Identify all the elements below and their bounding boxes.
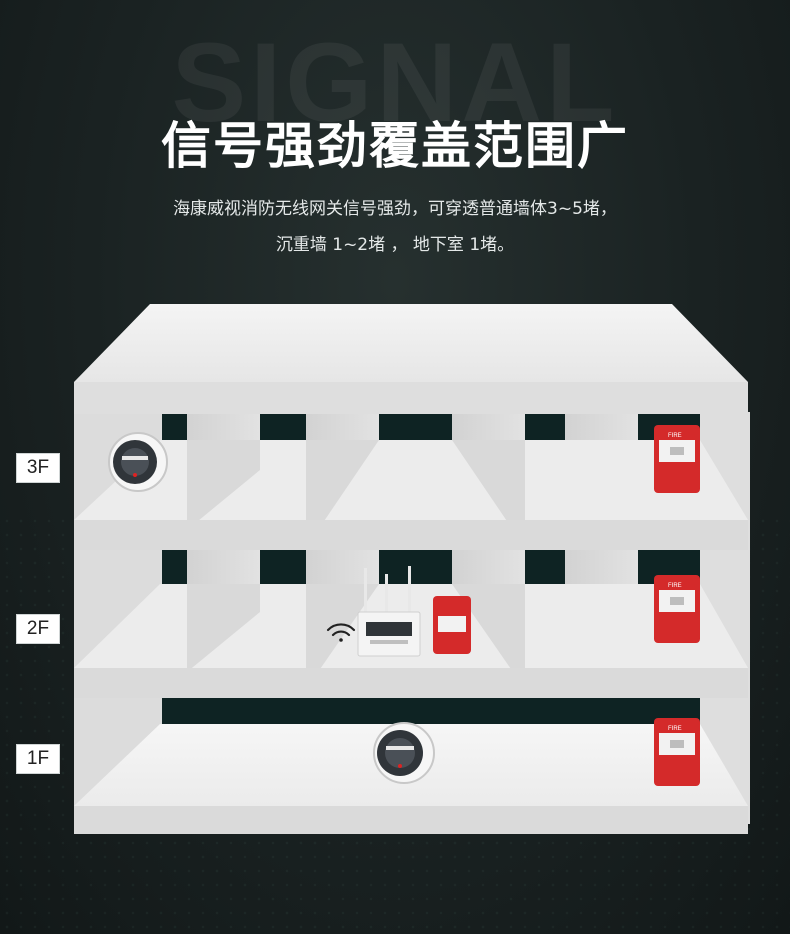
smoke-detector-1f [373, 722, 435, 784]
wireless-gateway [357, 566, 421, 657]
fire-label-3f: FIRE [668, 433, 682, 439]
subtitle-line-2: 沉重墙 1~2堵 ， 地下室 1堵。 [275, 235, 515, 255]
fire-alarm-callpoint-1f: FIRE [654, 718, 700, 786]
fire-alarm-callpoint-2f: FIRE [654, 575, 700, 643]
page-title: 信号强劲覆盖范围广 [161, 117, 629, 175]
smoke-detector-3f [108, 432, 168, 492]
floor-label-1f: 1F [16, 744, 60, 774]
sound-light-alarm [433, 596, 471, 654]
wifi-signal-icon [326, 623, 356, 642]
building-roof [74, 304, 748, 414]
fire-alarm-callpoint-3f: FIRE [654, 425, 700, 493]
fire-label-2f: FIRE [668, 583, 682, 589]
floor-slab-3f [74, 440, 748, 550]
floor-label-3f: 3F [16, 453, 60, 483]
floor-label-2f: 2F [16, 614, 60, 644]
fire-label-1f: FIRE [668, 726, 682, 732]
background-watermark-word: SIGNAL [171, 20, 619, 145]
subtitle-line-1: 海康威视消防无线网关信号强劲，可穿透普通墙体3~5堵， [173, 199, 617, 219]
